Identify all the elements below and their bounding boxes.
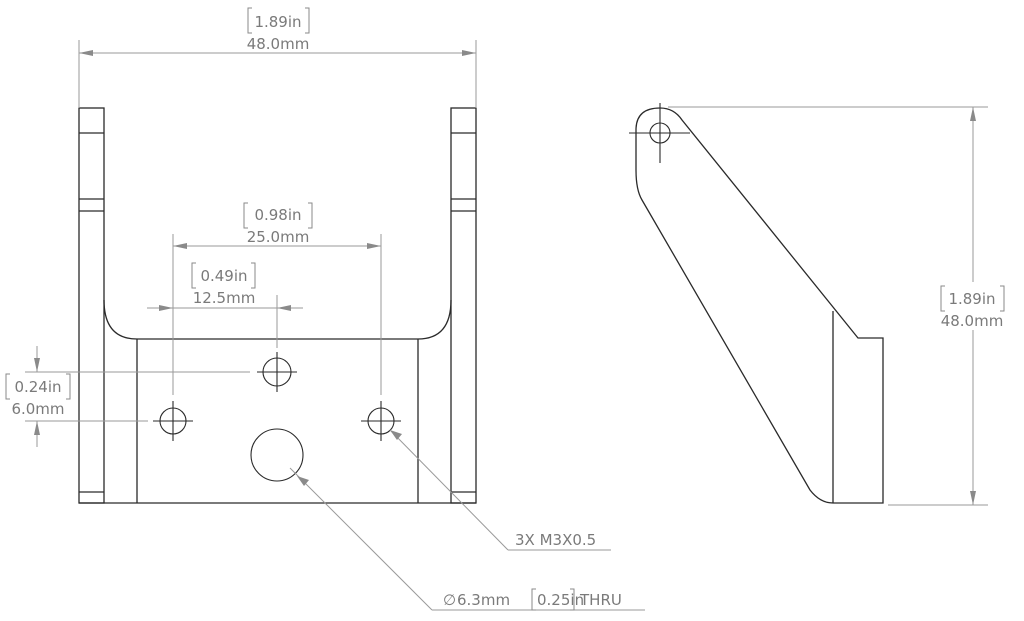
dim-text-inch: 0.98in xyxy=(254,206,301,224)
dim-overall-width: 1.89in 48.0mm xyxy=(78,7,477,108)
callout-thru-hole: ∅ 6.3mm 0.25in THRU xyxy=(289,467,645,611)
dim-text-inch: 0.24in xyxy=(14,378,61,396)
side-view xyxy=(629,103,884,504)
callout-text: 3X M3X0.5 xyxy=(515,531,596,549)
dim-hole-vertical-offset: 0.24in 6.0mm xyxy=(5,346,250,447)
right-flange xyxy=(450,107,477,504)
dim-text-mm: 48.0mm xyxy=(941,312,1004,330)
m3-hole-center xyxy=(257,352,297,392)
dim-side-height: 1.89in 48.0mm xyxy=(668,106,1005,506)
dim-text-inch: 1.89in xyxy=(948,290,995,308)
thru-hole xyxy=(250,428,304,482)
dim-text-mm: 12.5mm xyxy=(193,289,256,307)
diameter-symbol-icon: ∅ xyxy=(443,591,456,609)
callout-tapped-holes: 3X M3X0.5 xyxy=(389,429,611,551)
dim-text-mm: 6.0mm xyxy=(11,400,64,418)
callout-text-inch: 0.25in xyxy=(537,591,584,609)
callout-text-mm: 6.3mm xyxy=(457,591,510,609)
m3-hole-left xyxy=(153,401,193,441)
callout-text-suffix: THRU xyxy=(579,591,622,609)
dim-text-inch: 1.89in xyxy=(254,13,301,31)
dim-hole-spacing-outer: 0.98in 25.0mm xyxy=(172,202,382,395)
dim-text-mm: 48.0mm xyxy=(247,35,310,53)
pivot-hole xyxy=(629,103,690,163)
dim-text-mm: 25.0mm xyxy=(247,228,310,246)
side-profile xyxy=(635,107,884,504)
left-flange xyxy=(78,107,105,504)
dim-text-inch: 0.49in xyxy=(200,267,247,285)
m3-hole-right xyxy=(361,401,401,441)
dim-hole-spacing-center: 0.49in 12.5mm xyxy=(147,262,303,348)
